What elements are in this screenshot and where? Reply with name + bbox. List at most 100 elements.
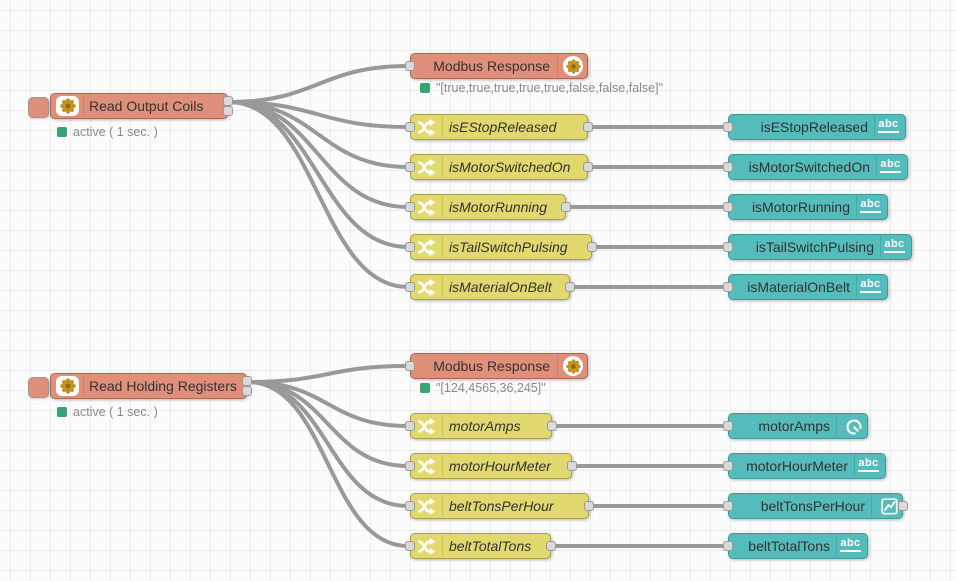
output-port-1[interactable] [242,376,252,386]
input-port[interactable] [405,361,415,371]
output-port[interactable] [547,421,557,431]
input-port[interactable] [723,421,733,431]
node-label: Modbus Response [433,58,550,74]
input-port[interactable] [723,541,733,551]
node-status: "[true,true,true,true,true,false,false,f… [420,81,663,95]
switch-node-belt-tons-per-hour[interactable]: beltTonsPerHour [405,493,594,519]
ui-text-node-belt-total-tons[interactable]: beltTotalTons abc [723,533,868,559]
node-label: motorHourMeter [449,458,551,474]
input-port[interactable] [723,501,733,511]
input-port[interactable] [723,122,733,132]
node-label: beltTotalTons [748,538,830,554]
ui-chart-node-belt-tons-per-hour[interactable]: beltTonsPerHour [723,493,908,519]
ui-text-node-motor-running[interactable]: isMotorRunning abc [723,194,888,220]
shuffle-arrows-icon [417,119,437,136]
input-port[interactable] [405,61,415,71]
icon-separator [83,95,84,117]
output-port[interactable] [565,282,575,292]
output-port-1[interactable] [223,96,233,106]
output-port[interactable] [561,202,571,212]
node-label: motorAmps [758,418,830,434]
modbus-read-node-holding-registers[interactable]: Read Holding Registers [50,373,252,399]
input-port[interactable] [723,242,733,252]
switch-node-material-on-belt[interactable]: isMaterialOnBelt [405,274,575,300]
input-port[interactable] [723,461,733,471]
node-label: isTailSwitchPulsing [449,239,568,255]
output-port[interactable] [584,501,594,511]
input-port[interactable] [405,461,415,471]
ui-gauge-node-motor-amps[interactable]: motorAmps [723,413,868,441]
output-port[interactable] [898,501,908,511]
node-label: isMotorRunning [751,199,850,215]
input-port[interactable] [405,282,415,292]
wire[interactable] [227,64,410,104]
gauge-icon [845,418,863,441]
switch-node-motor-switched-on[interactable]: isMotorSwitchedOn [405,154,593,180]
node-status: active ( 1 sec. ) [57,405,158,419]
icon-separator [442,236,443,258]
switch-node-motor-amps[interactable]: motorAmps [405,413,557,439]
input-port[interactable] [405,202,415,212]
modbus-response-node-1[interactable]: Modbus Response [405,53,588,79]
switch-node-motor-running[interactable]: isMotorRunning [405,194,571,220]
ui-text-node-material-on-belt[interactable]: isMaterialOnBelt abc [723,274,888,300]
switch-node-belt-total-tons[interactable]: beltTotalTons [405,533,556,559]
output-port[interactable] [583,122,593,132]
modbus-flower-icon [563,356,583,376]
input-port[interactable] [405,242,415,252]
input-port[interactable] [723,162,733,172]
shuffle-arrows-icon [417,239,437,256]
modbus-read-trigger-button[interactable] [28,97,49,118]
status-ok-icon [57,127,67,137]
modbus-response-node-2[interactable]: Modbus Response [405,353,588,379]
output-port[interactable] [546,541,556,551]
node-label: isTailSwitchPulsing [755,239,874,255]
input-port[interactable] [405,541,415,551]
shuffle-arrows-icon [417,458,437,475]
output-port-2[interactable] [223,106,233,116]
input-port[interactable] [405,162,415,172]
wire[interactable] [246,380,410,548]
output-port[interactable] [567,461,577,471]
shuffle-arrows-icon [417,498,437,515]
node-label: Modbus Response [433,358,550,374]
ui-text-node-motor-switched-on[interactable]: isMotorSwitchedOn abc [723,154,908,180]
input-port[interactable] [723,282,733,292]
ui-text-node-tail-switch-pulsing[interactable]: isTailSwitchPulsing abc [723,234,912,260]
input-port[interactable] [405,501,415,511]
modbus-flower-icon [56,96,79,116]
output-port-2[interactable] [242,386,252,396]
input-port[interactable] [405,122,415,132]
modbus-read-trigger-button[interactable] [28,377,49,398]
node-label: motorAmps [449,418,521,434]
ui-text-node-motor-hour-meter[interactable]: motorHourMeter abc [723,453,886,479]
status-ok-icon [420,383,430,393]
shuffle-arrows-icon [417,199,437,216]
switch-node-estop[interactable]: isEStopReleased [405,114,593,140]
abc-text-icon: abc [876,118,901,133]
wire[interactable] [246,380,410,508]
wire[interactable] [227,100,410,249]
input-port[interactable] [405,421,415,431]
abc-text-icon: abc [882,238,907,253]
status-ok-icon [420,83,430,93]
abc-text-icon: abc [878,158,903,173]
node-label: motorHourMeter [746,458,848,474]
modbus-read-node-output-coils[interactable]: Read Output Coils [50,93,233,119]
output-port[interactable] [583,162,593,172]
input-port[interactable] [723,202,733,212]
icon-separator [854,455,855,477]
ui-text-node-estop[interactable]: isEStopReleased abc [723,114,906,140]
wire[interactable] [227,100,410,289]
icon-separator [836,535,837,557]
switch-node-motor-hour-meter[interactable]: motorHourMeter [405,453,577,479]
icon-separator [442,116,443,138]
abc-text-icon: abc [858,278,883,293]
node-label: Read Output Coils [89,98,204,114]
switch-node-tail-switch-pulsing[interactable]: isTailSwitchPulsing [405,234,597,260]
node-label: beltTonsPerHour [449,498,554,514]
output-port[interactable] [587,242,597,252]
wire[interactable] [246,364,410,384]
